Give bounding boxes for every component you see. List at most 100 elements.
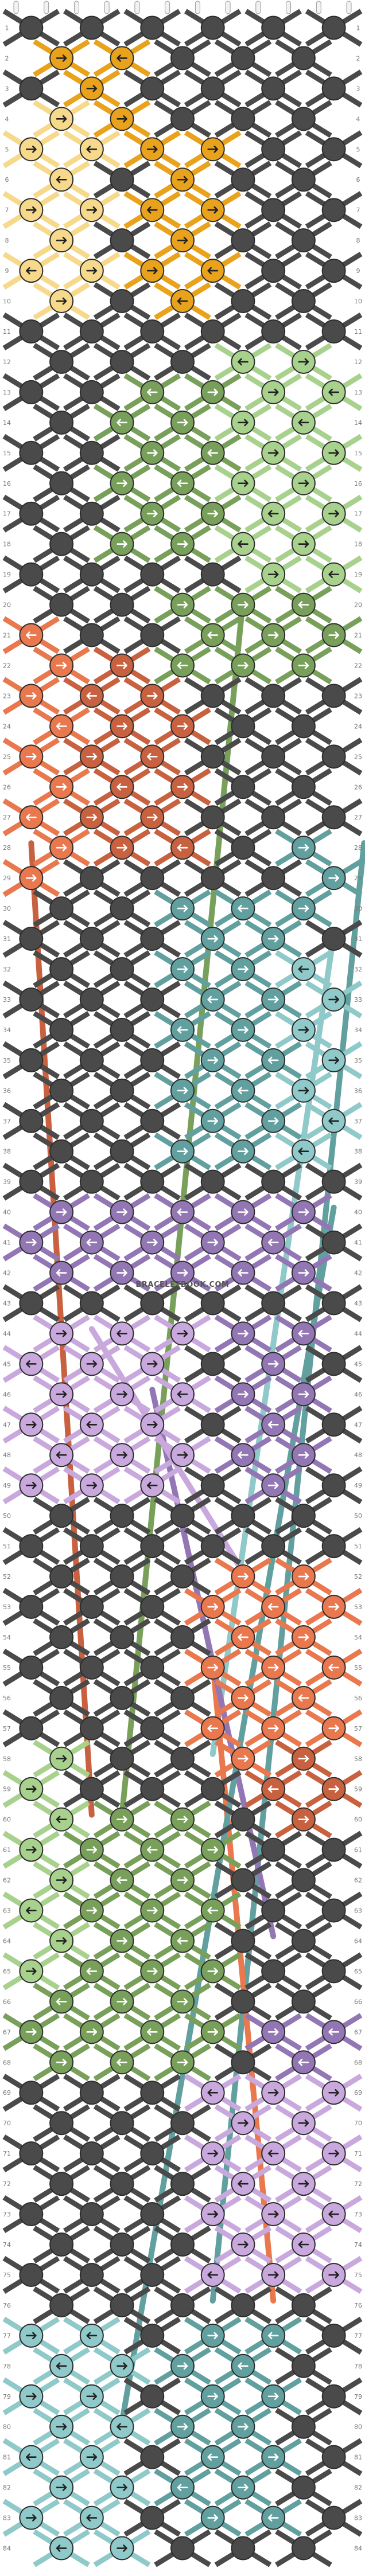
knot-circle bbox=[49, 1017, 74, 1042]
knot bbox=[2, 1162, 60, 1201]
string-end-top bbox=[255, 1, 261, 14]
knot-circle bbox=[200, 684, 225, 708]
knot bbox=[2, 555, 60, 594]
knot bbox=[244, 494, 302, 533]
arrow-right-icon bbox=[328, 2271, 339, 2279]
row-number-label: 45 bbox=[3, 1360, 11, 1368]
knot bbox=[123, 1162, 181, 1201]
knot-circle bbox=[231, 2536, 255, 2561]
knot bbox=[2, 980, 60, 1018]
knot-circle bbox=[49, 2111, 74, 2136]
arrow-right-icon bbox=[267, 1664, 279, 1672]
knot-circle bbox=[140, 1595, 165, 1619]
knot bbox=[63, 434, 121, 472]
knot-circle bbox=[321, 1230, 346, 1255]
knot-circle bbox=[110, 1746, 134, 1771]
arrow-right-icon bbox=[56, 1937, 67, 1945]
knot bbox=[123, 9, 181, 47]
knot bbox=[244, 737, 302, 776]
row-number-label: 78 bbox=[3, 2363, 11, 2370]
knot bbox=[2, 2438, 60, 2476]
row-number-label: 52 bbox=[3, 1573, 11, 1580]
knot bbox=[63, 920, 121, 958]
knot bbox=[123, 1830, 181, 1869]
arrow-right-icon bbox=[177, 1451, 188, 1459]
arrow-right-icon bbox=[117, 1937, 127, 1945]
knot bbox=[154, 2529, 211, 2567]
row-number-label: 66 bbox=[3, 1998, 11, 2005]
knot bbox=[33, 829, 90, 867]
knot-circle bbox=[110, 1078, 134, 1103]
row-number-label: 20 bbox=[3, 602, 11, 609]
arrow-right-icon bbox=[207, 388, 219, 396]
row-number-label: 25 bbox=[354, 753, 362, 760]
arrow-left-icon bbox=[238, 1087, 248, 1095]
knot-circle bbox=[79, 562, 104, 587]
row-number-label: 5 bbox=[356, 146, 360, 153]
knot bbox=[154, 1071, 211, 1110]
knot bbox=[154, 1254, 211, 1292]
knot bbox=[214, 1254, 272, 1292]
arrow-right-icon bbox=[298, 1026, 309, 1034]
knot bbox=[275, 1679, 332, 1717]
knot bbox=[154, 768, 211, 806]
row-number-label: 80 bbox=[3, 2423, 11, 2431]
row-number-label: 59 bbox=[3, 1786, 11, 1793]
arrow-left-icon bbox=[26, 631, 37, 639]
knot bbox=[33, 464, 90, 502]
arrow-right-icon bbox=[26, 874, 37, 882]
row-number-label: 76 bbox=[354, 2302, 362, 2309]
knot bbox=[33, 889, 90, 928]
row-number-label: 62 bbox=[354, 1877, 362, 1884]
knot-circle bbox=[231, 775, 255, 799]
knot bbox=[123, 2134, 181, 2173]
knot-circle bbox=[231, 1504, 255, 1528]
knot bbox=[2, 616, 60, 654]
row-number-label: 36 bbox=[354, 1087, 362, 1095]
knot-circle bbox=[291, 289, 316, 314]
arrow-left-icon bbox=[298, 419, 309, 427]
arrow-right-icon bbox=[146, 1420, 158, 1428]
knot bbox=[2, 1466, 60, 1505]
knot bbox=[2, 191, 60, 229]
knot-circle bbox=[170, 2172, 195, 2196]
knot bbox=[214, 707, 272, 746]
knot-circle bbox=[261, 259, 286, 283]
row-number-label: 10 bbox=[3, 298, 11, 305]
arrow-left-icon bbox=[177, 479, 188, 487]
knot bbox=[305, 252, 363, 290]
knot-circle bbox=[140, 1291, 165, 1316]
knot-circle bbox=[140, 2081, 165, 2105]
knot bbox=[33, 525, 90, 563]
knot bbox=[214, 464, 272, 502]
knot bbox=[33, 1010, 90, 1049]
knot-circle bbox=[200, 15, 225, 40]
row-number-label: 81 bbox=[354, 2454, 362, 2461]
arrow-right-icon bbox=[117, 2484, 127, 2491]
knot bbox=[93, 100, 151, 138]
arrow-right-icon bbox=[117, 1998, 127, 2005]
knot bbox=[154, 1375, 211, 1414]
knot-circle bbox=[291, 46, 316, 71]
row-number-label: 72 bbox=[354, 2180, 362, 2188]
knot bbox=[123, 1041, 181, 1079]
knot bbox=[33, 2165, 90, 2203]
knot bbox=[2, 2255, 60, 2294]
knot-circle bbox=[261, 319, 286, 344]
knot bbox=[305, 1709, 363, 1747]
knot bbox=[305, 373, 363, 411]
arrow-right-icon bbox=[56, 115, 67, 123]
knot-circle bbox=[170, 1685, 195, 1710]
knot bbox=[33, 1314, 90, 1353]
knot bbox=[184, 1891, 242, 1930]
arrow-right-icon bbox=[298, 1391, 309, 1398]
arrow-right-icon bbox=[146, 692, 158, 700]
arrow-right-icon bbox=[267, 1481, 279, 1489]
row-number-label: 6 bbox=[356, 176, 360, 184]
knot bbox=[33, 1679, 90, 1717]
row-number-label: 55 bbox=[354, 1664, 362, 1672]
arrow-right-icon bbox=[56, 844, 67, 852]
arrow-right-icon bbox=[26, 1846, 37, 1853]
knot-circle bbox=[170, 107, 195, 131]
arrow-right-icon bbox=[328, 510, 339, 518]
